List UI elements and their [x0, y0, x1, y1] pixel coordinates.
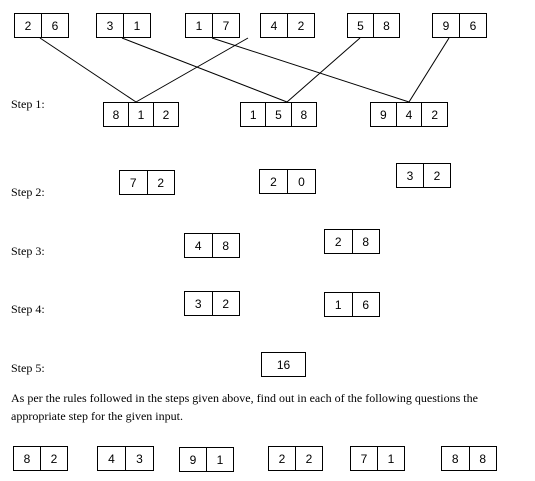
- box-cell: 2: [295, 447, 322, 470]
- step-5-box: 16: [261, 352, 306, 377]
- input-box: 5 8: [347, 13, 400, 38]
- box-cell: 6: [459, 14, 486, 37]
- box-cell: 2: [287, 14, 314, 37]
- box-cell: 1: [195, 18, 203, 33]
- connector-line: [121, 37, 288, 103]
- box-cell: 5: [357, 18, 364, 33]
- box-cell: 4: [194, 238, 202, 253]
- input-box: 3 1: [96, 13, 151, 38]
- box-cell: 3: [406, 168, 414, 183]
- question-box: 7 1: [350, 446, 405, 471]
- question-box: 4 3: [97, 446, 154, 471]
- box-cell: 0: [287, 170, 315, 193]
- box-cell: 9: [379, 107, 387, 122]
- box-cell: 8: [290, 103, 316, 126]
- step-5-label: Step 5:: [11, 361, 45, 375]
- step-4-box: 1 6: [324, 292, 380, 317]
- step-1-box: 8 1 2: [103, 102, 179, 127]
- box-cell: 16: [276, 357, 291, 372]
- input-box: 9 6: [432, 13, 487, 38]
- step-2-box: 2 0: [259, 169, 316, 194]
- box-cell: 3: [125, 447, 153, 470]
- box-cell: 5: [265, 103, 290, 126]
- box-cell: 4: [395, 103, 422, 126]
- box-cell: 1: [123, 14, 150, 37]
- box-cell: 2: [153, 103, 178, 126]
- connector-line: [39, 37, 137, 103]
- box-cell: 8: [351, 230, 380, 253]
- input-box: 4 2: [260, 13, 315, 38]
- box-cell: 2: [421, 103, 447, 126]
- box-cell: 8: [468, 447, 497, 470]
- box-cell: 9: [189, 452, 197, 467]
- step-2-label: Step 2:: [11, 185, 45, 199]
- step-2-box: 7 2: [119, 170, 175, 195]
- box-cell: 2: [270, 174, 277, 189]
- step-4-box: 3 2: [184, 291, 240, 316]
- step-3-box: 2 8: [324, 229, 380, 254]
- box-cell: 8: [112, 107, 120, 122]
- box-cell: 2: [211, 292, 240, 315]
- box-cell: 7: [360, 451, 368, 466]
- connector-line: [286, 37, 361, 103]
- box-cell: 6: [41, 14, 68, 37]
- step-3-box: 4 8: [184, 233, 240, 258]
- box-cell: 2: [423, 164, 450, 187]
- box-cell: 2: [40, 447, 67, 470]
- box-cell: 8: [23, 451, 31, 466]
- box-cell: 1: [334, 297, 342, 312]
- step-3-label: Step 3:: [11, 244, 45, 258]
- step-1-box: 1 5 8: [240, 102, 317, 127]
- question-box: 2 2: [268, 446, 323, 471]
- box-cell: 9: [442, 18, 450, 33]
- box-cell: 2: [146, 171, 175, 194]
- question-box: 8 2: [13, 446, 68, 471]
- connector-line: [408, 37, 450, 103]
- box-cell: 7: [212, 14, 239, 37]
- box-cell: 8: [211, 234, 240, 257]
- box-cell: 8: [451, 451, 459, 466]
- box-cell: 6: [351, 293, 380, 316]
- step-1-label: Step 1:: [11, 97, 45, 111]
- question-box: 9 1: [179, 447, 234, 472]
- box-cell: 8: [373, 14, 399, 37]
- box-cell: 2: [278, 451, 286, 466]
- box-cell: 2: [334, 234, 342, 249]
- box-cell: 4: [270, 18, 278, 33]
- step-2-box: 3 2: [396, 163, 451, 188]
- input-box: 2 6: [14, 13, 69, 38]
- instruction-text: As per the rules followed in the steps g…: [11, 391, 478, 423]
- step-4-label: Step 4:: [11, 302, 45, 316]
- box-cell: 1: [249, 107, 257, 122]
- connector-line: [211, 37, 410, 103]
- question-box: 8 8: [441, 446, 497, 471]
- connector-line: [135, 37, 249, 103]
- input-box: 1 7: [185, 13, 240, 38]
- box-cell: 2: [24, 18, 32, 33]
- step-1-box: 9 4 2: [370, 102, 448, 127]
- box-cell: 1: [377, 447, 404, 470]
- box-cell: 4: [108, 451, 115, 466]
- box-cell: 1: [128, 103, 153, 126]
- box-cell: 3: [106, 18, 114, 33]
- box-cell: 1: [206, 448, 233, 471]
- box-cell: 3: [194, 296, 202, 311]
- box-cell: 7: [129, 175, 137, 190]
